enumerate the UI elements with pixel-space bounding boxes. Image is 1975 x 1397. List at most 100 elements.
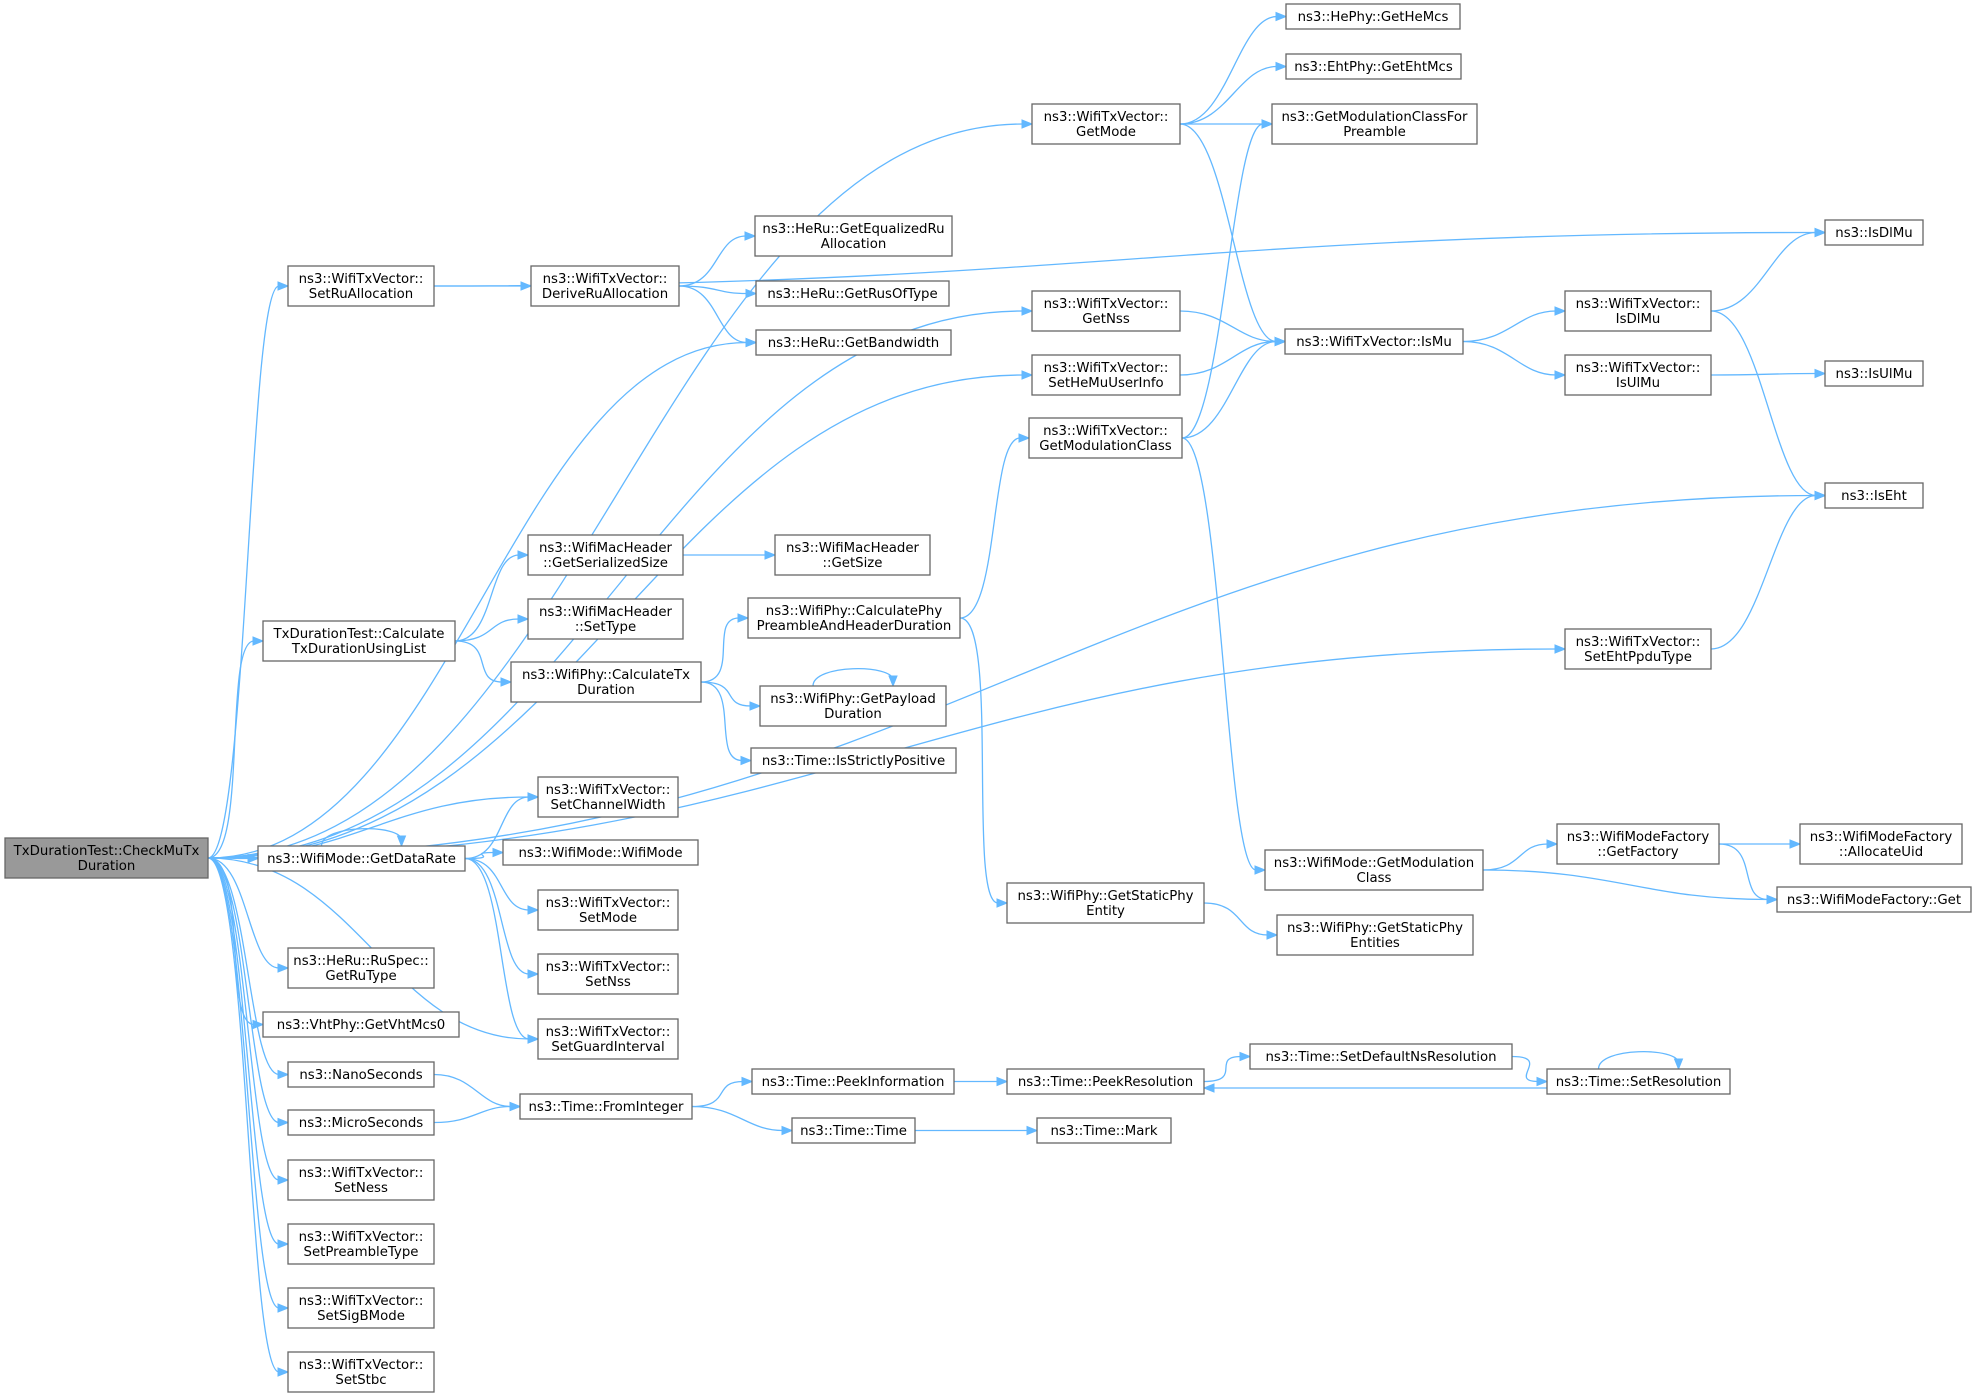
node-set-channel-width[interactable]: ns3::WifiTxVector::SetChannelWidth (537, 776, 679, 818)
edge-arrowhead (277, 963, 290, 973)
edge-line (959, 437, 1021, 619)
node-calc-using-list[interactable]: TxDurationTest::CalculateTxDurationUsing… (262, 620, 456, 662)
edge-derive-ru-to-get-equalized-ru (678, 231, 757, 287)
edge-is-dl-mu-member-to-is-dl-mu-free (1710, 227, 1827, 312)
node-set-eht-ppdu-type[interactable]: ns3::WifiTxVector::SetEhtPpduType (1564, 628, 1712, 670)
node-box (1006, 882, 1205, 924)
edge-get-nss-to-is-mu (1179, 310, 1287, 347)
node-get-nss[interactable]: ns3::WifiTxVector::GetNss (1031, 290, 1181, 332)
node-get-ru-type[interactable]: ns3::HeRu::RuSpec::GetRuType (287, 947, 435, 989)
edge-arrowhead (764, 550, 777, 560)
edge-arrowhead (277, 281, 290, 291)
node-set-nss[interactable]: ns3::WifiTxVector::SetNss (537, 953, 679, 995)
node-set-he-mu-user-info[interactable]: ns3::WifiTxVector::SetHeMuUserInfo (1031, 354, 1181, 396)
edge-get-data-rate-to-get-data-rate (320, 828, 407, 848)
node-label: ns3::Time::IsStrictlyPositive (762, 754, 945, 769)
node-label: ns3::HeRu::GetEqualizedRu (762, 222, 944, 237)
node-set-type[interactable]: ns3::WifiMacHeader::SetType (527, 598, 684, 640)
node-mode-get-mod-class[interactable]: ns3::WifiMode::GetModulationClass (1264, 849, 1484, 891)
node-box (1285, 53, 1462, 80)
node-get-rus-of-type[interactable]: ns3::HeRu::GetRusOfType (755, 280, 950, 307)
edge-get-data-rate-to-set-nss (464, 857, 540, 979)
node-is-ul-mu-free[interactable]: ns3::IsUlMu (1824, 360, 1924, 387)
node-allocate-uid[interactable]: ns3::WifiModeFactory::AllocateUid (1799, 823, 1963, 865)
node-label: ns3::WifiTxVector:: (299, 1358, 424, 1373)
node-label: ::GetSize (823, 556, 883, 571)
node-peek-resolution[interactable]: ns3::Time::PeekResolution (1006, 1068, 1205, 1095)
node-is-ul-mu-member[interactable]: ns3::WifiTxVector::IsUlMu (1564, 354, 1712, 396)
node-box (1284, 328, 1464, 355)
node-label: ::GetFactory (1597, 845, 1678, 860)
edge-arrowhead (252, 636, 265, 646)
node-calc-phy-preamble[interactable]: ns3::WifiPhy::CalculatePhyPreambleAndHea… (747, 597, 961, 639)
edge-root-to-set-ness (207, 857, 290, 1185)
edge-arrowhead (1814, 490, 1827, 501)
edge-arrowhead (1202, 1083, 1215, 1093)
node-is-strictly-positive[interactable]: ns3::Time::IsStrictlyPositive (750, 747, 957, 774)
node-is-mu[interactable]: ns3::WifiTxVector::IsMu (1284, 328, 1464, 355)
node-label: ns3::IsEht (1841, 489, 1907, 504)
node-get-data-rate[interactable]: ns3::WifiMode::GetDataRate (257, 845, 466, 872)
node-is-eht[interactable]: ns3::IsEht (1824, 482, 1924, 509)
node-label: ns3::HePhy::GetHeMcs (1298, 10, 1449, 25)
node-peek-information[interactable]: ns3::Time::PeekInformation (751, 1068, 955, 1095)
node-get-bandwidth[interactable]: ns3::HeRu::GetBandwidth (755, 329, 952, 356)
node-set-ness[interactable]: ns3::WifiTxVector::SetNess (287, 1159, 435, 1201)
node-time-mark[interactable]: ns3::Time::Mark (1036, 1117, 1172, 1144)
node-label: ns3::Time::PeekResolution (1018, 1075, 1193, 1090)
edges-layer (207, 11, 1827, 1377)
edge-line (207, 123, 1024, 859)
node-time-ctor[interactable]: ns3::Time::Time (791, 1117, 916, 1144)
edge-line (1482, 843, 1549, 871)
node-get-eht-mcs[interactable]: ns3::EhtPhy::GetEhtMcs (1285, 53, 1462, 80)
node-from-integer[interactable]: ns3::Time::FromInteger (519, 1093, 693, 1120)
edge-arrowhead (277, 1069, 290, 1080)
node-get-mode[interactable]: ns3::WifiTxVector::GetMode (1031, 103, 1181, 145)
node-set-sig-b-mode[interactable]: ns3::WifiTxVector::SetSigBMode (287, 1287, 435, 1329)
node-set-default-ns-resolution[interactable]: ns3::Time::SetDefaultNsResolution (1249, 1043, 1513, 1070)
node-get-size[interactable]: ns3::WifiMacHeader::GetSize (774, 534, 931, 576)
node-label: SetGuardInterval (551, 1040, 664, 1055)
node-label: ns3::HeRu::GetBandwidth (768, 336, 939, 351)
node-label: ns3::WifiTxVector:: (1044, 361, 1169, 376)
node-set-mode[interactable]: ns3::WifiTxVector::SetMode (537, 889, 679, 931)
node-set-resolution[interactable]: ns3::Time::SetResolution (1546, 1068, 1731, 1095)
node-factory-get[interactable]: ns3::WifiModeFactory::Get (1776, 886, 1972, 913)
node-label: SetSigBMode (317, 1309, 405, 1324)
node-get-serialized-size[interactable]: ns3::WifiMacHeader::GetSerializedSize (527, 534, 684, 576)
node-box (759, 685, 947, 727)
node-derive-ru[interactable]: ns3::WifiTxVector::DeriveRuAllocation (530, 265, 680, 307)
edge-arrowhead (1266, 930, 1279, 940)
node-is-dl-mu-member[interactable]: ns3::WifiTxVector::IsDlMu (1564, 290, 1712, 332)
node-label: ns3::WifiPhy::GetPayload (770, 692, 936, 707)
edge-arrowhead (1021, 306, 1034, 316)
node-get-vht-mcs0[interactable]: ns3::VhtPhy::GetVhtMcs0 (262, 1011, 460, 1038)
edge-arrowhead (888, 675, 898, 688)
node-is-dl-mu-free[interactable]: ns3::IsDlMu (1824, 219, 1924, 246)
node-set-guard-interval[interactable]: ns3::WifiTxVector::SetGuardInterval (537, 1018, 679, 1060)
edge-arrowhead (1546, 839, 1559, 849)
node-get-mod-class[interactable]: ns3::WifiTxVector::GetModulationClass (1028, 417, 1183, 459)
edge-arrowhead (1239, 1051, 1252, 1062)
node-label: ns3::Time::FromInteger (528, 1100, 684, 1115)
node-nano-seconds[interactable]: ns3::NanoSeconds (287, 1061, 435, 1088)
node-box (1028, 417, 1183, 459)
node-wifi-mode-ctor[interactable]: ns3::WifiMode::WifiMode (502, 839, 699, 866)
node-micro-seconds[interactable]: ns3::MicroSeconds (287, 1109, 435, 1136)
node-get-factory[interactable]: ns3::WifiModeFactory::GetFactory (1556, 823, 1720, 865)
node-set-stbc[interactable]: ns3::WifiTxVector::SetStbc (287, 1351, 435, 1393)
edge-line (207, 857, 280, 1076)
node-box (791, 1117, 916, 1144)
node-set-preamble-type[interactable]: ns3::WifiTxVector::SetPreambleType (287, 1223, 435, 1265)
node-label: SetNss (585, 975, 631, 990)
edge-arrowhead (996, 898, 1009, 908)
node-get-he-mcs[interactable]: ns3::HePhy::GetHeMcs (1285, 3, 1461, 30)
node-set-ru-alloc[interactable]: ns3::WifiTxVector::SetRuAllocation (287, 265, 435, 307)
